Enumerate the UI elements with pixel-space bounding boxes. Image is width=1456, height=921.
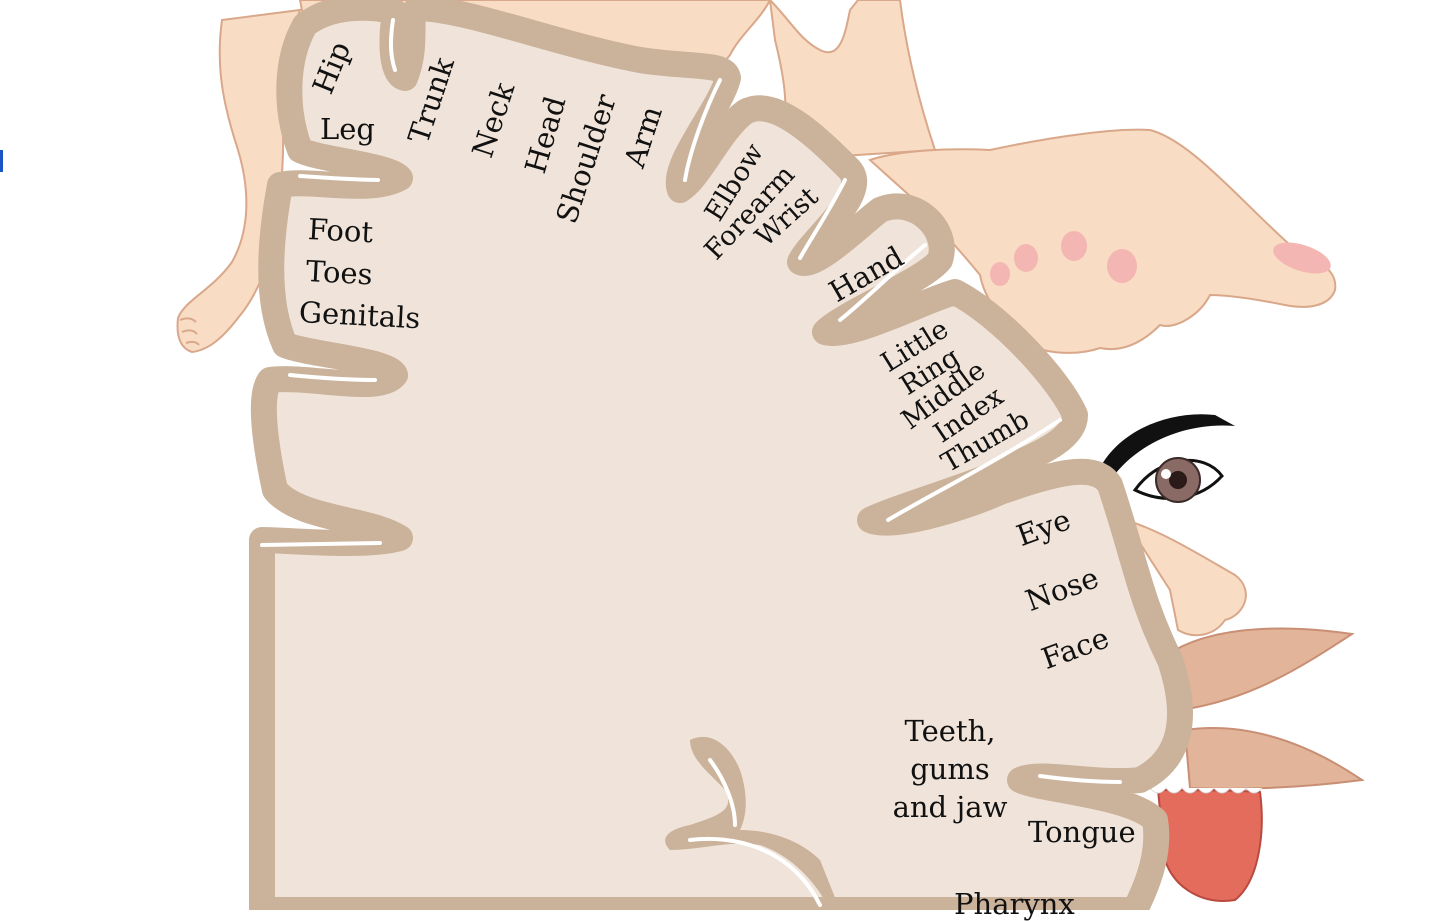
inner-fold	[665, 736, 840, 910]
cortex-shape	[249, 0, 1193, 921]
sulcus-7	[838, 243, 927, 322]
label-tongue: Tongue	[1028, 815, 1136, 849]
sulcus-3	[298, 174, 380, 182]
label-foot: Foot	[307, 212, 374, 250]
thumb-nail	[1273, 242, 1331, 274]
label-genitals: Genitals	[298, 295, 422, 336]
label-pharynx: Pharynx	[954, 887, 1075, 921]
sulcus-2	[288, 373, 377, 382]
sulcus-1	[260, 541, 382, 547]
sulcus-5	[683, 78, 722, 182]
middle-nail	[1061, 231, 1087, 261]
label-teeth-gums-jaw: Teeth, gums and jaw	[892, 714, 1008, 824]
lower-lip	[1183, 727, 1365, 790]
eye-glint	[1161, 469, 1171, 479]
label-toes: Toes	[305, 254, 374, 292]
ring-nail	[1014, 244, 1038, 272]
face-figure	[1100, 414, 1365, 902]
cortex	[249, 0, 1193, 921]
label-leg: Leg	[320, 112, 375, 146]
upper-lip	[1173, 627, 1355, 712]
sulcus-6	[798, 178, 847, 260]
index-nail	[1107, 249, 1137, 283]
toe-lines	[179, 317, 200, 346]
sulcus-9	[1038, 774, 1122, 784]
sulcus-4	[388, 18, 397, 72]
pupil	[1169, 471, 1187, 489]
nose-shape	[1122, 518, 1247, 637]
left-edge-marker	[0, 150, 3, 172]
teeth-row	[1149, 787, 1263, 794]
sulcus-8	[886, 418, 1062, 522]
tongue-shape	[1156, 788, 1263, 902]
little-nail	[990, 262, 1010, 286]
inner-fold-slit	[688, 758, 822, 907]
